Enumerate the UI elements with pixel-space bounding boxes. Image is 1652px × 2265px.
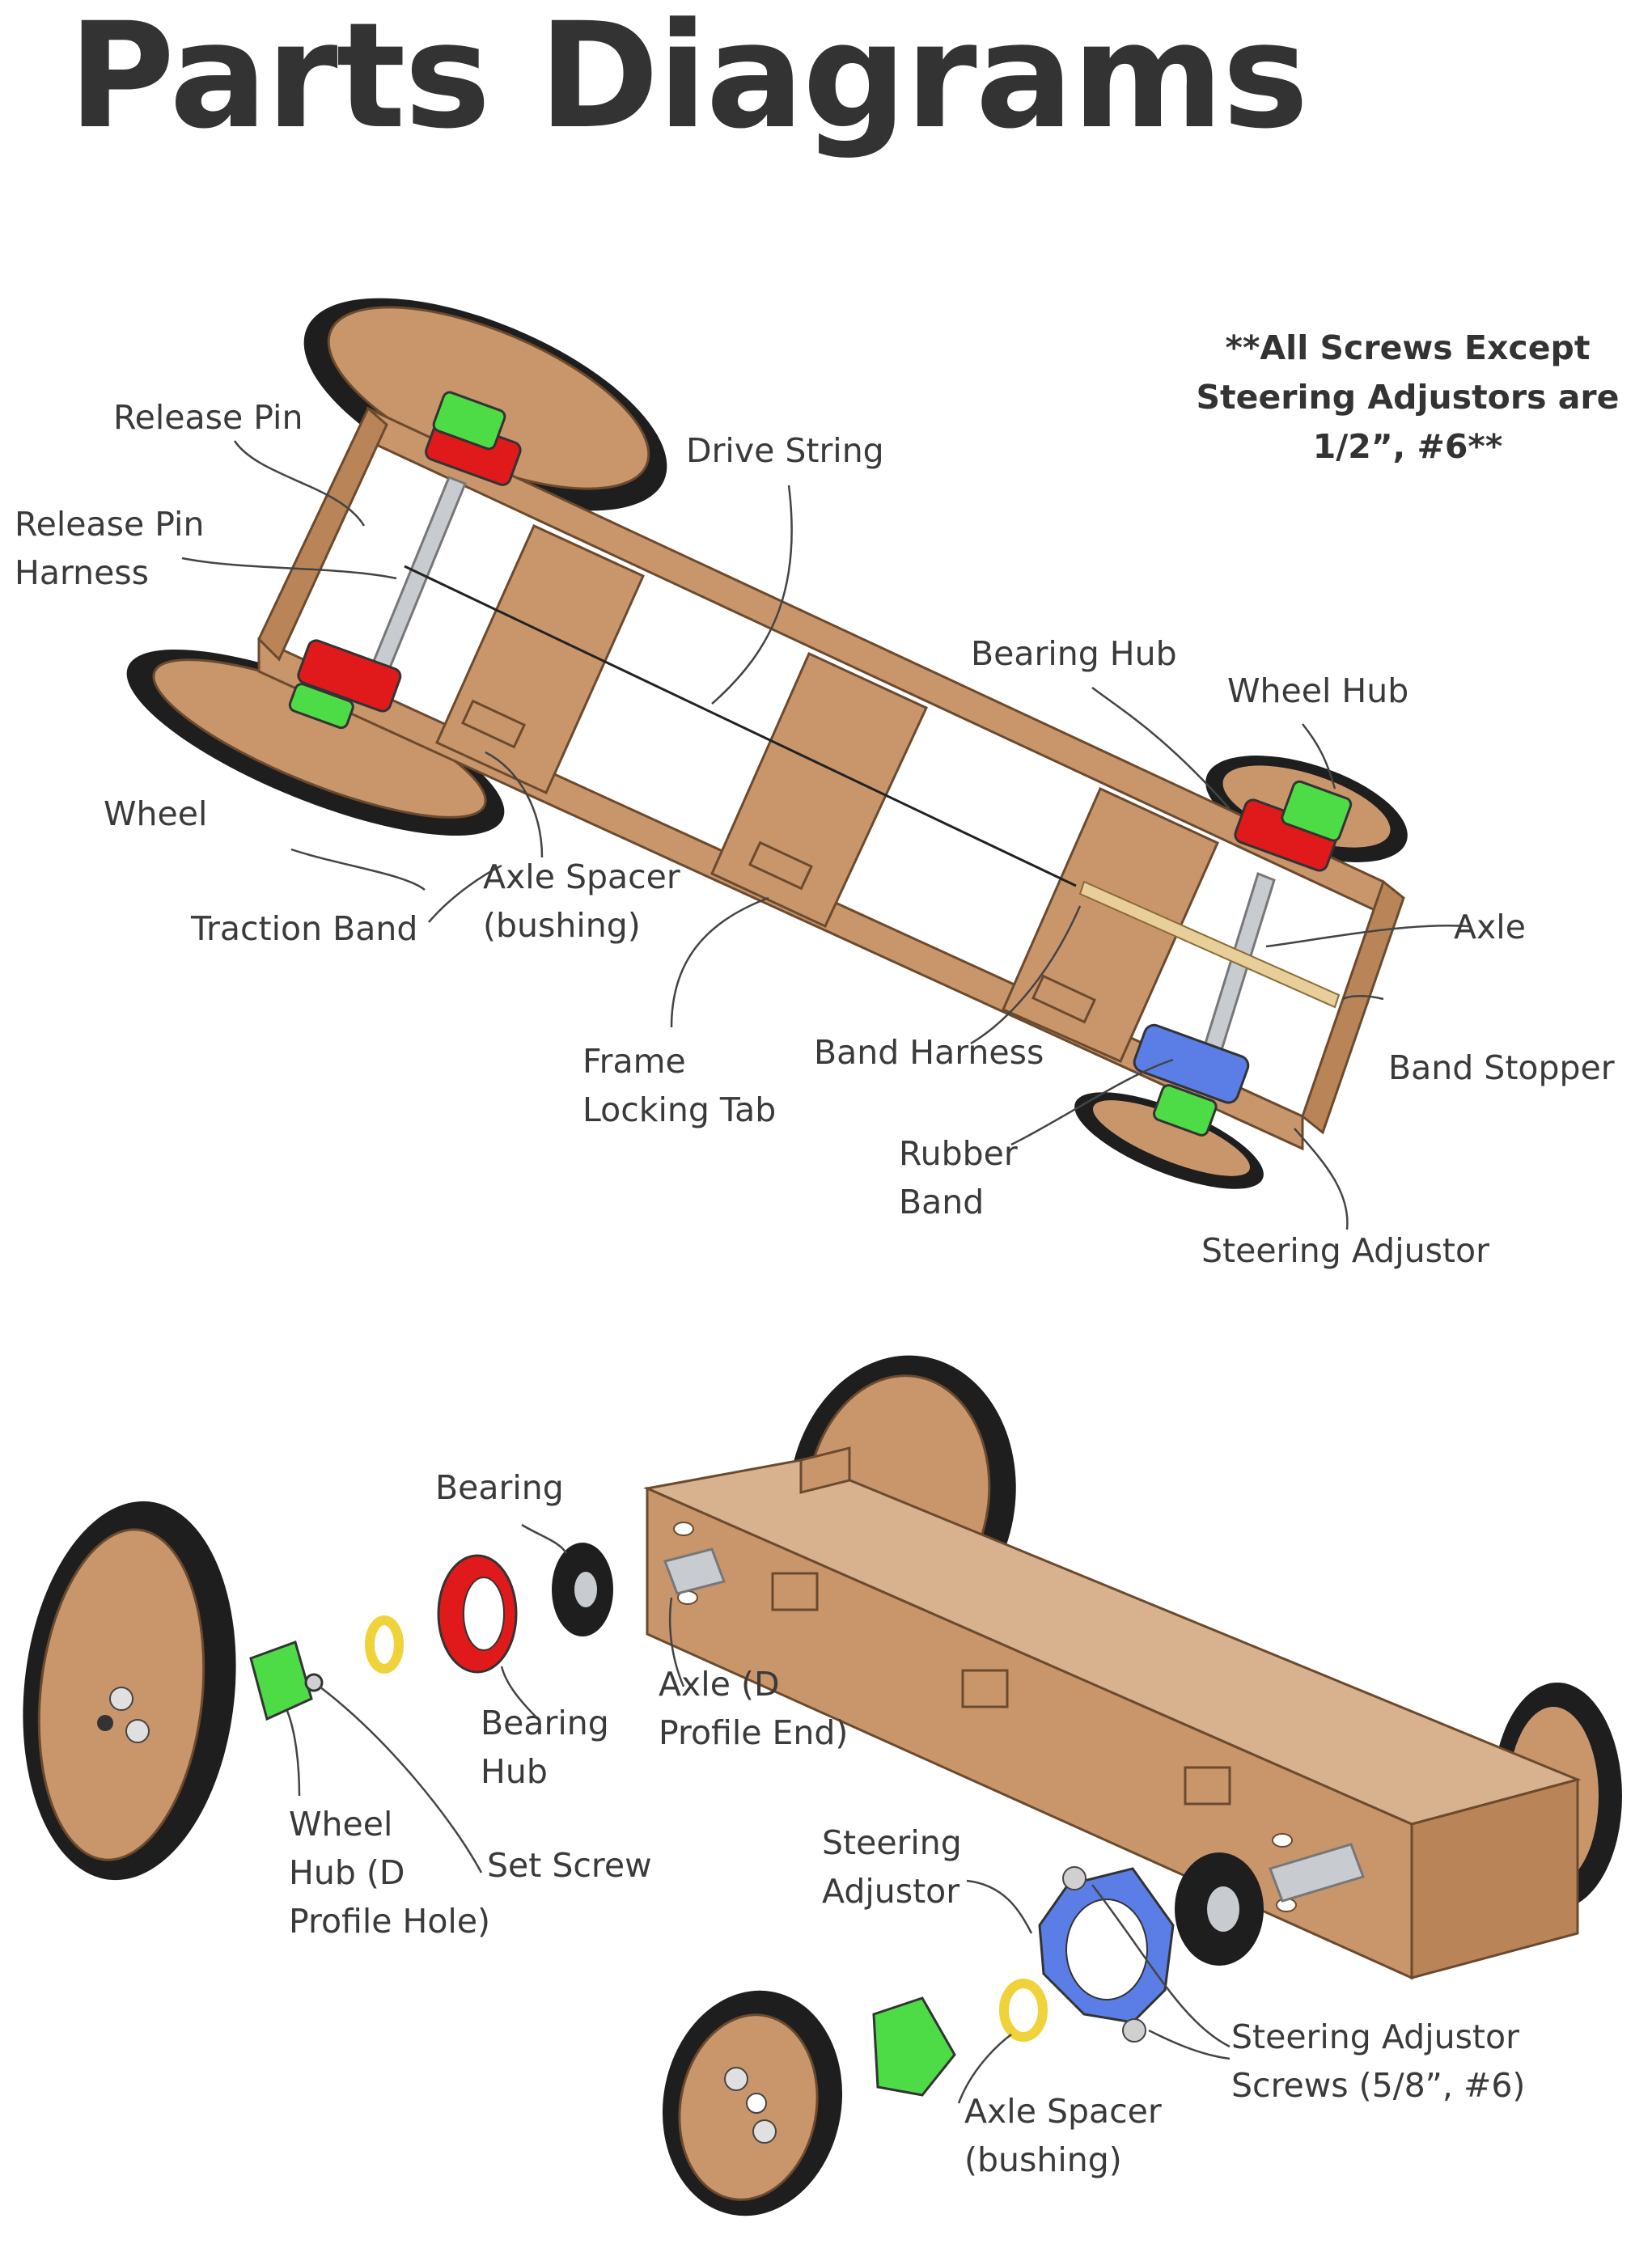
- label-steering-adjustor-screws: Steering Adjustor Screws (5/8”, #6): [1231, 2013, 1525, 2110]
- top-frame: [257, 406, 1405, 1151]
- label-release-pin-harness: Release Pin Harness: [15, 500, 204, 597]
- label-axle-d-profile-end-line-2: Profile End): [659, 1713, 849, 1752]
- bottom-chassis-tabs: [771, 1572, 1231, 1806]
- label-drive-string: Drive String: [686, 426, 884, 475]
- label-release-pin-harness-line-1: Release Pin: [15, 505, 205, 544]
- bottom-steering-adjustor: [1038, 1866, 1175, 2043]
- page-title: Parts Diagrams: [68, 0, 1309, 161]
- label-steering-adjustor-top: Steering Adjustor: [1201, 1226, 1489, 1275]
- label-release-pin-harness-line-2: Harness: [15, 553, 150, 592]
- label-wheel-hub-d-profile-hole-line-2: Hub (D: [289, 1853, 405, 1892]
- label-wheel-hub-d-profile-hole-line-1: Wheel: [289, 1805, 393, 1844]
- label-axle-d-profile-end-line-1: Axle (D: [659, 1665, 780, 1704]
- label-release-pin-line-1: Release Pin: [113, 398, 303, 437]
- bottom-wheel-left: [23, 1501, 236, 1881]
- label-axle-top: Axle: [1454, 903, 1526, 951]
- top-hubs: [288, 391, 1353, 1137]
- label-steering-adjustor-screws-line-2: Screws (5/8”, #6): [1231, 2066, 1526, 2105]
- label-band-stopper: Band Stopper: [1388, 1044, 1615, 1092]
- screw-note: **All Screws Except Steering Adjustors a…: [1157, 324, 1652, 472]
- label-drive-string-line-1: Drive String: [686, 431, 884, 470]
- label-steering-adjustor-bottom-line-2: Adjustor: [822, 1872, 960, 1911]
- top-rubber-band: [1078, 880, 1341, 1009]
- label-bearing-hub-top-line-1: Bearing Hub: [971, 634, 1177, 673]
- label-steering-adjustor-top-line-1: Steering Adjustor: [1201, 1231, 1489, 1270]
- label-bearing-hub-bottom-line-2: Hub: [481, 1752, 548, 1791]
- label-axle-spacer-bottom: Axle Spacer (bushing): [964, 2087, 1162, 2184]
- label-traction-band-line-1: Traction Band: [191, 909, 418, 948]
- bottom-wheel-hub-front: [872, 1996, 956, 2097]
- label-band-stopper-line-1: Band Stopper: [1388, 1048, 1615, 1087]
- label-rubber-band-line-2: Band: [899, 1183, 985, 1221]
- bottom-bearing-left: [552, 1543, 613, 1636]
- label-steering-adjustor-screws-line-1: Steering Adjustor: [1231, 2017, 1519, 2056]
- screw-note-line-3: 1/2”, #6**: [1312, 427, 1503, 466]
- label-traction-band: Traction Band: [191, 904, 417, 953]
- label-frame-locking-tab-line-2: Locking Tab: [582, 1090, 777, 1129]
- bottom-spacer-left: [365, 1615, 404, 1674]
- label-rubber-band: Rubber Band: [899, 1129, 1018, 1226]
- label-set-screw-line-1: Set Screw: [487, 1846, 652, 1885]
- label-release-pin: Release Pin: [113, 393, 303, 442]
- bottom-spacer-front: [999, 1979, 1048, 2042]
- label-axle-spacer-bottom-line-1: Axle Spacer: [964, 2092, 1162, 2131]
- screw-note-line-2: Steering Adjustors are: [1196, 378, 1620, 417]
- bottom-wheel-front-left: [662, 1990, 843, 2216]
- label-wheel-hub-top: Wheel Hub: [1227, 667, 1408, 715]
- label-wheel-line-1: Wheel: [104, 794, 208, 833]
- label-wheel-hub-top-line-1: Wheel Hub: [1227, 671, 1409, 710]
- label-steering-adjustor-bottom-line-1: Steering: [822, 1823, 962, 1862]
- label-wheel-hub-d-profile-hole-line-3: Profile Hole): [289, 1902, 491, 1941]
- label-axle-spacer-top-line-2: (bushing): [483, 906, 641, 945]
- label-bearing-hub-bottom: Bearing Hub: [481, 1699, 609, 1796]
- label-axle-spacer-bottom-line-2: (bushing): [964, 2140, 1122, 2179]
- bottom-wheel-hub-left: [249, 1641, 324, 1721]
- label-axle-top-line-1: Axle: [1454, 908, 1526, 946]
- label-set-screw: Set Screw: [487, 1841, 652, 1890]
- label-bearing-hub-bottom-line-1: Bearing: [481, 1704, 609, 1742]
- label-axle-spacer-top: Axle Spacer (bushing): [483, 853, 680, 950]
- bottom-axles: [663, 1547, 1365, 1903]
- label-frame-locking-tab-line-1: Frame: [582, 1042, 686, 1081]
- top-leader-lines: [181, 440, 1469, 1230]
- screw-note-line-1: **All Screws Except: [1225, 328, 1591, 367]
- top-frame-tabs: [460, 699, 1097, 1024]
- label-axle-spacer-top-line-1: Axle Spacer: [483, 857, 680, 896]
- label-steering-adjustor-bottom: Steering Adjustor: [822, 1818, 962, 1916]
- label-band-harness: Band Harness: [814, 1028, 1044, 1077]
- label-wheel: Wheel: [104, 790, 207, 838]
- label-frame-locking-tab: Frame Locking Tab: [582, 1037, 776, 1134]
- label-wheel-hub-d-profile-hole: Wheel Hub (D Profile Hole): [289, 1800, 490, 1945]
- top-assembly: [126, 298, 1408, 1189]
- label-axle-d-profile-end: Axle (D Profile End): [659, 1660, 848, 1757]
- bottom-leader-lines: [286, 1523, 1231, 2104]
- bottom-bearing-front: [1175, 1852, 1264, 1966]
- label-bearing-bottom: Bearing: [435, 1463, 564, 1512]
- label-band-harness-line-1: Band Harness: [814, 1033, 1044, 1072]
- top-wheel-lower-right: [1074, 1092, 1264, 1189]
- label-rubber-band-line-1: Rubber: [899, 1134, 1018, 1173]
- label-bearing-hub-top: Bearing Hub: [971, 629, 1177, 678]
- bottom-bearing-hub-left: [437, 1554, 518, 1674]
- bottom-assembly: [23, 1355, 1622, 2216]
- top-drive-string: [404, 565, 1077, 887]
- label-bearing-bottom-line-1: Bearing: [435, 1468, 564, 1507]
